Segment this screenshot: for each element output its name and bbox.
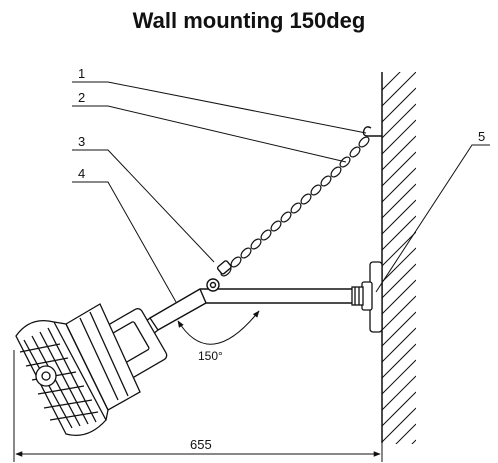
wall (381, 72, 416, 444)
dimension-line (13, 350, 383, 462)
diagram-title: Wall mounting 150deg (132, 8, 366, 33)
chain (220, 136, 370, 277)
callout-5: 5 (478, 129, 485, 144)
callout-leaders (72, 81, 490, 303)
callout-2: 2 (78, 90, 85, 105)
shackle (206, 260, 232, 292)
angle-label: 150° (198, 349, 223, 363)
callout-4: 4 (78, 166, 85, 181)
luminaire-housing (65, 303, 168, 411)
wall-hook (362, 126, 382, 137)
dimension-label: 655 (190, 437, 212, 452)
angle-indicator: 150° (177, 310, 260, 363)
callout-3: 3 (78, 134, 85, 149)
wall-bracket (351, 261, 383, 333)
callout-1: 1 (78, 66, 85, 81)
lamp-head (15, 319, 109, 437)
